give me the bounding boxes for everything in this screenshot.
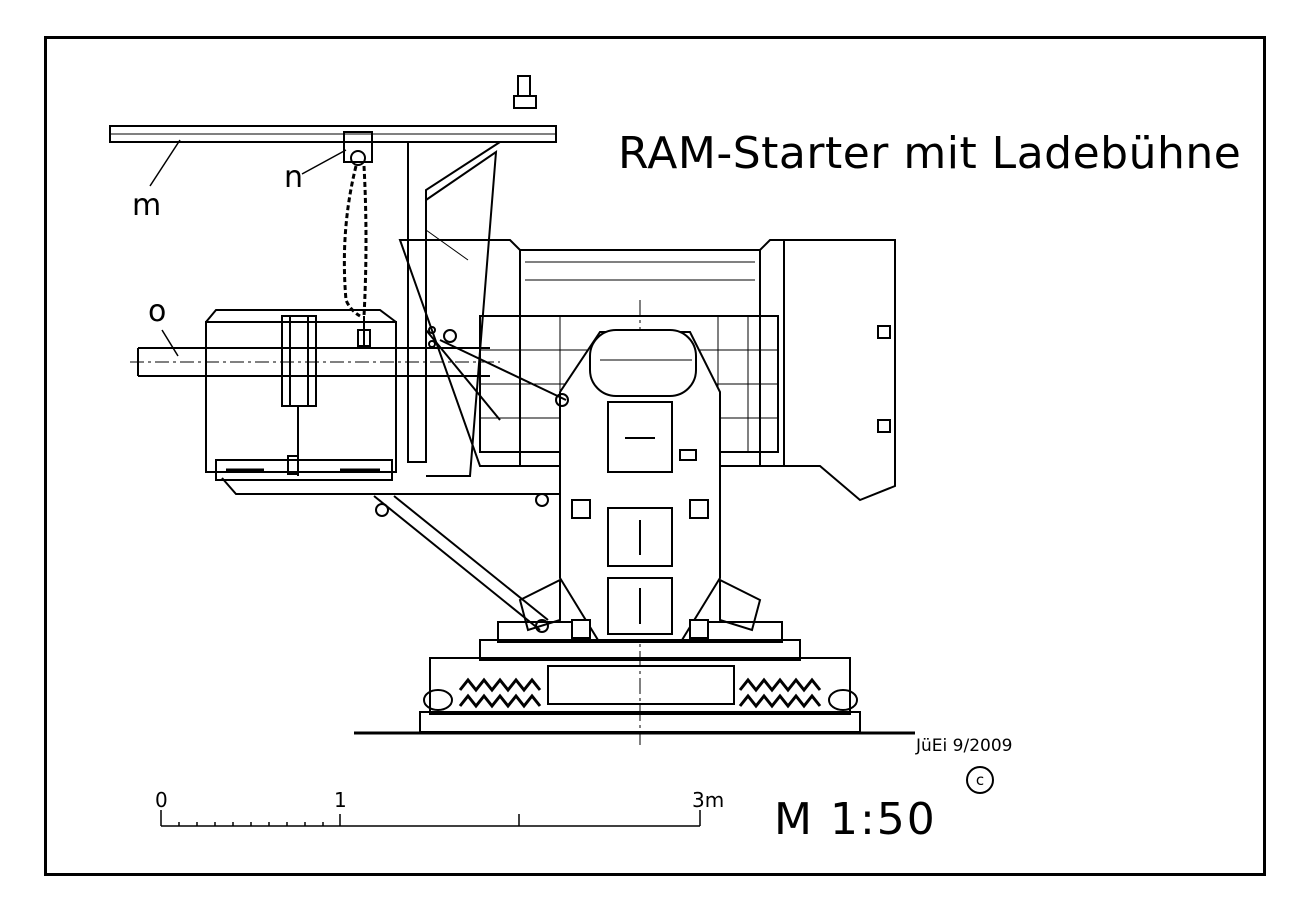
crane-structure [109,75,569,633]
base-assembly [419,621,861,733]
hoist-chain [342,131,373,348]
callout-n: n [284,160,304,195]
scale-label-3m: 3m [692,788,725,812]
leader-m [149,139,181,187]
pedestal [559,329,721,641]
missile-body [130,347,500,377]
side-mount-left [518,578,561,632]
scale-ratio: M 1:50 [774,794,937,845]
drawing-border [44,36,1266,876]
scale-bar [160,810,701,827]
author-date: JüEi 9/2009 [916,736,1013,756]
callout-m: m [132,188,162,223]
copyright-symbol: c [966,766,994,794]
drawing-title: RAM-Starter mit Ladebühne [618,128,1242,179]
loading-platform [205,309,561,495]
scale-label-1: 1 [334,788,347,812]
leader-o [161,329,179,357]
side-mount-right [719,578,762,632]
scale-label-0: 0 [155,788,168,812]
callout-o: o [148,294,167,329]
leader-n [301,149,347,175]
